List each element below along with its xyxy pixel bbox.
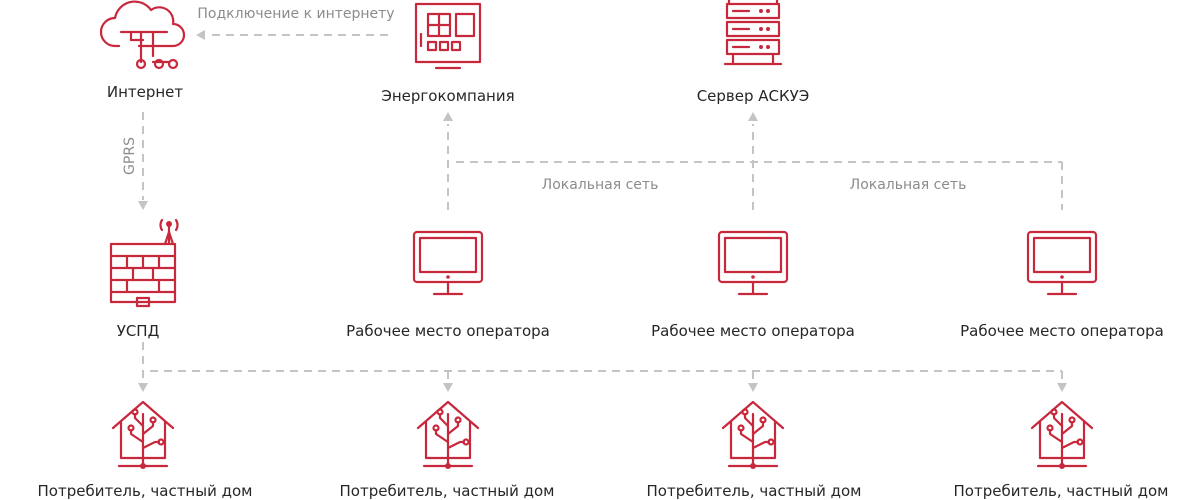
internet-label: Интернет: [107, 83, 184, 101]
house-icon: [1030, 400, 1094, 471]
house-icon: [721, 400, 785, 471]
node-operator-workstation: Рабочее место оператора: [651, 230, 855, 340]
node-operator-workstation: Рабочее место оператора: [960, 230, 1164, 340]
connector-gprs: [138, 112, 148, 210]
node-internet: Интернет: [99, 0, 186, 101]
node-consumer: Потребитель, частный дом: [954, 400, 1169, 500]
monitor-icon: [717, 230, 789, 296]
node-consumer: Потребитель, частный дом: [647, 400, 862, 500]
node-operator-workstation: Рабочее место оператора: [346, 230, 550, 340]
node-uspd: УСПД: [109, 218, 179, 340]
operator-workstation-label: Рабочее место оператора: [346, 322, 550, 340]
house-icon: [416, 400, 480, 471]
consumer-label: Потребитель, частный дом: [647, 482, 862, 500]
local-network-label: Локальная сеть: [850, 177, 967, 193]
node-consumer: Потребитель, частный дом: [38, 400, 253, 500]
monitor-icon: [1026, 230, 1098, 296]
operator-workstation-label: Рабочее место оператора: [960, 322, 1164, 340]
monitor-icon: [412, 230, 484, 296]
server-rack-icon: [723, 0, 783, 66]
node-askue-server: Сервер АСКУЭ: [697, 0, 810, 105]
gprs-label: GPRS: [122, 137, 138, 175]
internet-connection-label: Подключение к интернету: [197, 6, 394, 22]
data-collector-icon: [109, 218, 179, 308]
operator-workstation-label: Рабочее место оператора: [651, 322, 855, 340]
consumer-label: Потребитель, частный дом: [340, 482, 555, 500]
local-network-label: Локальная сеть: [542, 177, 659, 193]
cloud-network-icon: [99, 0, 186, 70]
house-icon: [111, 400, 175, 471]
connector-consumer-bus: [138, 342, 1067, 392]
uspd-label: УСПД: [117, 322, 160, 340]
askue-server-label: Сервер АСКУЭ: [697, 87, 810, 105]
connector-local-network: [443, 112, 1063, 210]
consumer-label: Потребитель, частный дом: [954, 482, 1169, 500]
control-panel-icon: [414, 2, 482, 70]
consumer-label: Потребитель, частный дом: [38, 482, 253, 500]
node-consumer: Потребитель, частный дом: [340, 400, 555, 500]
node-energy-company: Энергокомпания: [381, 2, 515, 105]
connector-internet-link: [196, 30, 388, 40]
energy-company-label: Энергокомпания: [381, 87, 514, 105]
